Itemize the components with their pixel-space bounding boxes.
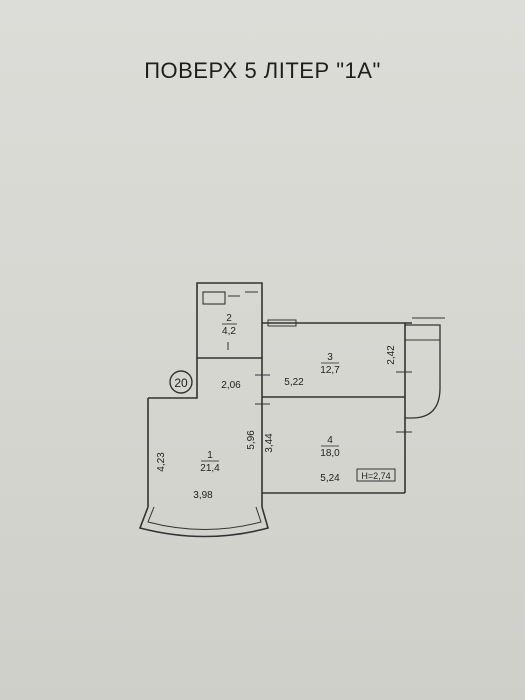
- dim-3-44: 3,44: [264, 433, 275, 453]
- room-2-number: 2: [226, 313, 232, 324]
- ceiling-height: Н=2,74: [361, 471, 390, 481]
- room-1-area: 21,4: [200, 463, 220, 474]
- room-3-area: 12,7: [320, 365, 340, 376]
- room-4-area: 18,0: [320, 448, 340, 459]
- room-2-area: 4,2: [222, 326, 236, 337]
- page-title: ПОВЕРХ 5 ЛІТЕР "1А": [144, 58, 381, 83]
- unit-number-circle: [169, 370, 193, 394]
- room-1-number: 1: [207, 450, 213, 461]
- dim-4-23: 4,23: [156, 452, 167, 472]
- ceiling-height-box: [356, 468, 396, 482]
- bay-window: [138, 506, 269, 538]
- dim-2-06: 2,06: [221, 380, 241, 391]
- dim-5-24: 5,24: [320, 473, 340, 484]
- room-3-number: 3: [327, 352, 333, 363]
- corridor-wall: [148, 358, 198, 399]
- balcony: [405, 324, 441, 419]
- bathtub: [202, 291, 226, 305]
- dim-2-42: 2,42: [386, 345, 397, 365]
- dim-5-22: 5,22: [284, 377, 304, 388]
- dim-3-98: 3,98: [193, 490, 213, 501]
- unit-number: 20: [174, 376, 188, 390]
- dim-5-96: 5,96: [246, 430, 257, 450]
- room-4-number: 4: [327, 435, 333, 446]
